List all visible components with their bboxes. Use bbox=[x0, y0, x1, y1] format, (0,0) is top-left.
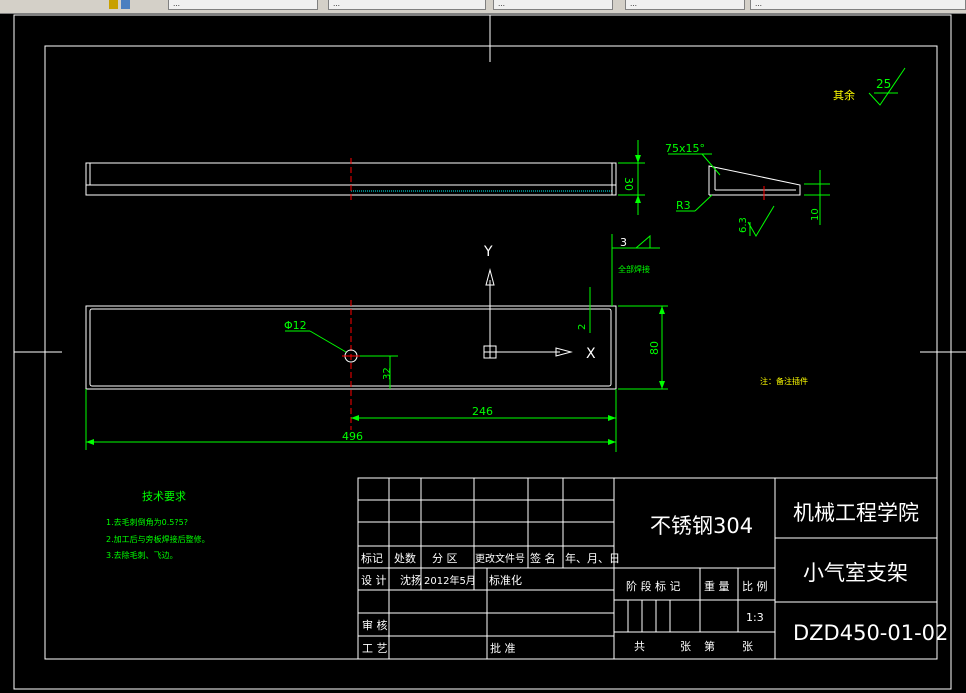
surface-rest-label: 其余 bbox=[833, 88, 855, 102]
tech-req-item-1: 1.去毛刺倒角为0.5?5? bbox=[106, 517, 188, 527]
title-block bbox=[357, 477, 938, 660]
sheets-total-unit: 张 bbox=[680, 640, 691, 653]
dim-6-3: 6.3 bbox=[738, 217, 749, 233]
sheet-number-label: 第 bbox=[704, 639, 715, 653]
dim-2: 2 bbox=[577, 324, 588, 330]
weight-label: 重 量 bbox=[704, 579, 730, 593]
rev-header-doc: 更改文件号 bbox=[475, 552, 525, 565]
approve-label: 批 准 bbox=[490, 641, 516, 655]
surface-rest-symbol: 其余 25 bbox=[833, 67, 906, 106]
tech-req-title: 技术要求 bbox=[142, 490, 186, 503]
dim-30: 30 bbox=[622, 177, 635, 191]
ucs-y-label: Y bbox=[483, 244, 493, 260]
layout-tab-4[interactable]: … bbox=[625, 0, 745, 10]
surface-rest-value: 25 bbox=[876, 77, 891, 91]
side-note: 注：备注插件 bbox=[760, 376, 808, 386]
stage-label: 阶 段 标 记 bbox=[626, 579, 681, 593]
tech-req-item-3: 3.去除毛刺、飞边。 bbox=[106, 550, 178, 560]
title-block-text: 不锈钢304 机械工程学院 小气室支架 DZD450-01-02 标记 处数 分… bbox=[361, 501, 948, 655]
rev-header-zone: 分 区 bbox=[432, 552, 458, 565]
layout-tab-1[interactable]: … bbox=[168, 0, 318, 10]
sheets-total-label: 共 bbox=[634, 640, 645, 653]
dim-r3: R3 bbox=[676, 199, 691, 212]
design-date: 2012年5月 bbox=[424, 574, 476, 587]
toolbar-strip: … … … … … bbox=[0, 0, 966, 14]
rev-header-count: 处数 bbox=[394, 552, 416, 565]
standardize-label: 标准化 bbox=[489, 573, 522, 587]
dim-10: 10 bbox=[810, 208, 821, 221]
toolbar-icon-b[interactable] bbox=[121, 0, 130, 9]
layout-tab-2[interactable]: … bbox=[328, 0, 486, 10]
dim-246: 246 bbox=[472, 405, 493, 418]
dim-80: 80 bbox=[648, 341, 661, 355]
dim-496: 496 bbox=[342, 430, 363, 443]
dim-32: 32 bbox=[382, 367, 393, 380]
tech-requirements: 技术要求 1.去毛刺倒角为0.5?5? 2.加工后与旁板焊接后整修。 3.去除毛… bbox=[106, 490, 210, 560]
part-name: 小气室支架 bbox=[803, 561, 908, 585]
drawing-number: DZD450-01-02 bbox=[793, 621, 948, 645]
ucs-x-label: X bbox=[586, 346, 596, 362]
toolbar-icon-a[interactable] bbox=[109, 0, 118, 9]
scale-label: 比 例 bbox=[742, 579, 768, 593]
rev-header-date: 年、月、日 bbox=[565, 551, 620, 565]
front-view: Φ12 32 Y X 3 全部焊接 2 80 246 bbox=[85, 234, 668, 452]
weld-size: 3 bbox=[620, 236, 627, 249]
cad-drawing-canvas[interactable]: 其余 25 30 75x15° R3 6.3 bbox=[0, 13, 966, 693]
layout-tab-5[interactable]: … bbox=[750, 0, 966, 10]
design-label: 设 计 bbox=[361, 574, 387, 587]
material: 不锈钢304 bbox=[650, 514, 753, 538]
scale-value: 1:3 bbox=[746, 611, 764, 624]
dim-chamfer: 75x15° bbox=[665, 142, 705, 155]
dim-hole-dia: Φ12 bbox=[284, 319, 307, 332]
process-label: 工 艺 bbox=[362, 642, 388, 655]
sheet-number-unit: 张 bbox=[742, 640, 753, 653]
layout-tab-3[interactable]: … bbox=[493, 0, 613, 10]
weld-note: 全部焊接 bbox=[618, 264, 650, 274]
rev-header-mark: 标记 bbox=[361, 551, 383, 565]
rev-header-sign: 签 名 bbox=[530, 551, 556, 565]
school-name: 机械工程学院 bbox=[793, 501, 919, 525]
review-label: 审 核 bbox=[362, 618, 388, 632]
side-profile-view: 75x15° R3 6.3 10 bbox=[665, 142, 830, 237]
top-view: 30 bbox=[85, 140, 645, 215]
tech-req-item-2: 2.加工后与旁板焊接后整修。 bbox=[106, 534, 210, 544]
designer-name: 沈扬 bbox=[400, 573, 422, 587]
